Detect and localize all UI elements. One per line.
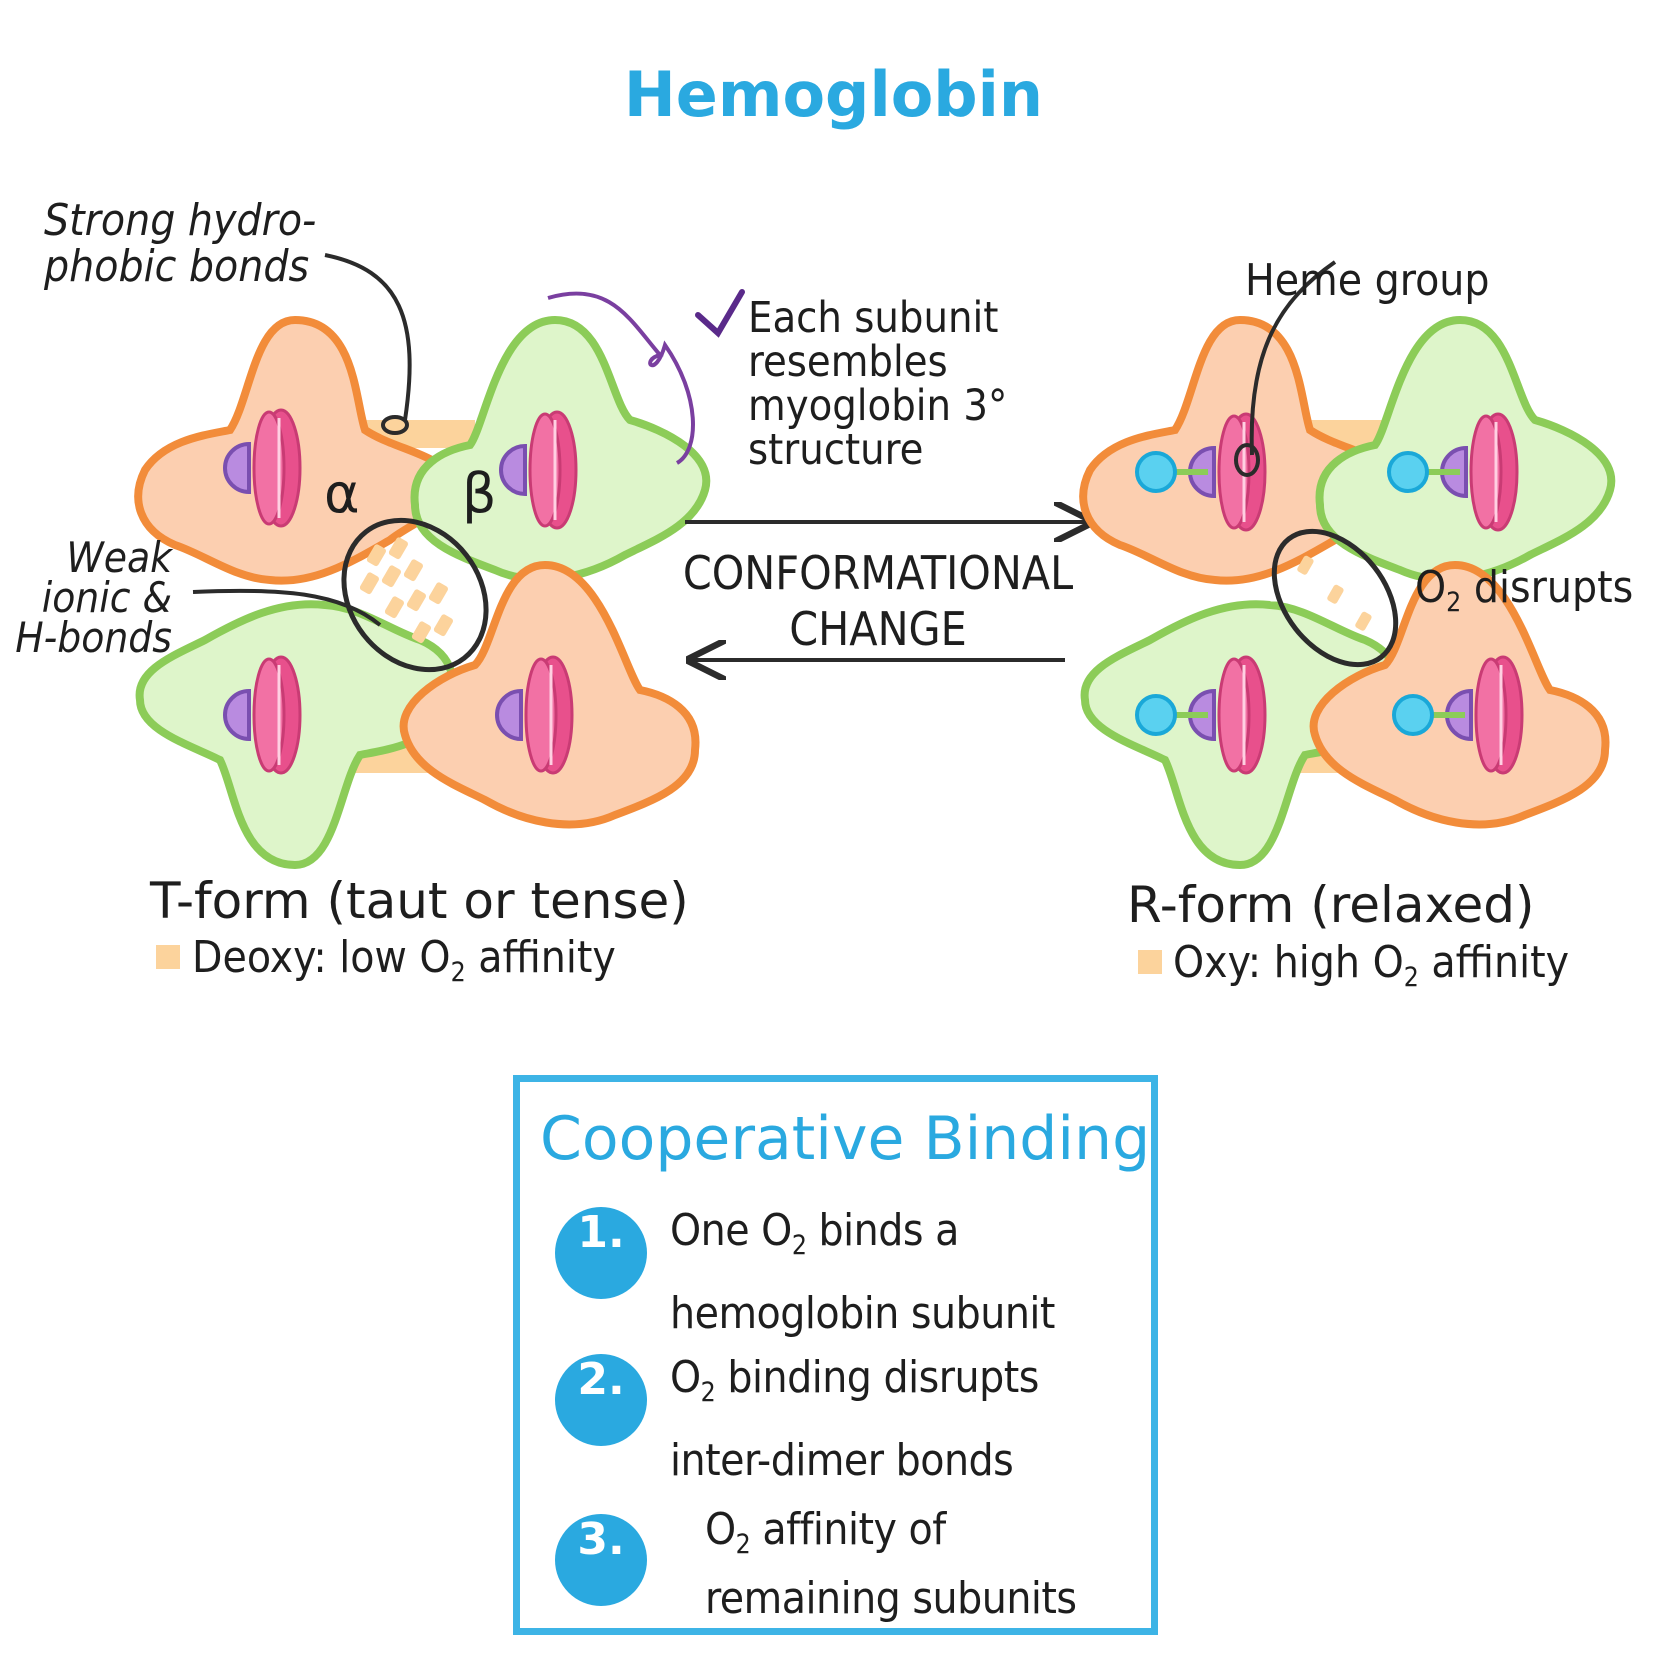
step-3-line-1: O2 affinity of bbox=[705, 1496, 1077, 1579]
beta-label: β bbox=[462, 462, 497, 525]
step-1-badge: 1. bbox=[555, 1207, 647, 1299]
o2-disrupts-o: O bbox=[1415, 562, 1447, 613]
weak-ionic-bonds bbox=[341, 517, 489, 673]
hydrophobic-line-2: phobic bonds bbox=[44, 241, 310, 292]
step-1-line-2: hemoglobin subunit bbox=[670, 1288, 1055, 1340]
step-2-pre: O bbox=[670, 1352, 701, 1403]
step-2-post: binding disrupts bbox=[715, 1352, 1039, 1403]
subunit-brace bbox=[547, 291, 695, 465]
heme-leader-line bbox=[1249, 260, 1337, 456]
hydrophobic-leader-dot bbox=[381, 415, 409, 435]
t-form-legend-swatch bbox=[156, 945, 180, 969]
r-form-legend-pre: Oxy: high O bbox=[1173, 937, 1404, 988]
step-1-sub: 2 bbox=[791, 1230, 807, 1262]
conformational-change-label: CONFORMATIONAL CHANGE bbox=[678, 545, 1078, 657]
subunit-annotation: Each subunit resembles myoglobin 3° stru… bbox=[748, 296, 1007, 472]
step-3-text: O2 affinity of remaining subunits bbox=[705, 1496, 1077, 1633]
step-2-line-1: O2 binding disrupts bbox=[670, 1344, 1039, 1427]
r-form-legend-post: affinity bbox=[1418, 937, 1569, 988]
step-1-post: binds a bbox=[806, 1205, 960, 1256]
cooperative-binding-panel: Cooperative Binding 1. One O2 binds a he… bbox=[513, 1075, 1158, 1635]
step-3-post: affinity of bbox=[750, 1504, 946, 1555]
o2-disrupts-text: disrupts bbox=[1473, 562, 1634, 613]
alpha-label: α bbox=[324, 462, 360, 525]
step-3-line-2: remaining subunits bbox=[705, 1573, 1077, 1625]
r-beta-subunit-bottom bbox=[1085, 604, 1398, 865]
hydrophobic-leader-line bbox=[324, 253, 412, 421]
step-2-text: O2 binding disrupts inter-dimer bonds bbox=[670, 1344, 1039, 1495]
disrupted-bonds bbox=[1271, 528, 1399, 668]
t-alpha-subunit-bottom bbox=[404, 565, 696, 824]
r-form-legend: Oxy: high O2 affinity bbox=[1173, 937, 1569, 993]
r-alpha-subunit-bottom bbox=[1314, 565, 1606, 824]
cooperative-binding-title: Cooperative Binding bbox=[540, 1104, 1151, 1174]
o2-disrupts-label: O2 disrupts bbox=[1415, 562, 1633, 618]
subunit-line-1: Each subunit bbox=[748, 293, 999, 343]
weak-line-3: H-bonds bbox=[15, 613, 172, 662]
t-beta-subunit-top bbox=[415, 320, 707, 579]
hydrophobic-line-1: Strong hydro- bbox=[44, 195, 317, 246]
r-form-complex bbox=[1083, 320, 1611, 865]
heme-group-label: Heme group bbox=[1245, 255, 1490, 306]
hydrophobic-annotation: Strong hydro- phobic bonds bbox=[44, 198, 316, 290]
weak-line-1: Weak bbox=[66, 533, 172, 582]
step-2-line-2: inter-dimer bonds bbox=[670, 1435, 1014, 1487]
t-form-legend-post: affinity bbox=[465, 932, 616, 983]
page-title: Hemoglobin bbox=[623, 58, 1044, 131]
step-3-pre: O bbox=[705, 1504, 736, 1555]
r-form-legend-swatch bbox=[1138, 950, 1162, 974]
t-form-title: T-form (taut or tense) bbox=[150, 872, 689, 930]
step-3-badge: 3. bbox=[555, 1514, 647, 1606]
step-2-badge: 2. bbox=[555, 1354, 647, 1446]
subunit-line-4: structure bbox=[748, 425, 924, 475]
step-2-sub: 2 bbox=[700, 1377, 716, 1409]
weak-bonds-annotation: Weak ionic & H-bonds bbox=[10, 533, 172, 662]
r-form-title: R-form (relaxed) bbox=[1127, 876, 1535, 934]
t-form-legend-pre: Deoxy: low O bbox=[192, 932, 451, 983]
step-1-pre: One O bbox=[670, 1205, 792, 1256]
t-form-legend: Deoxy: low O2 affinity bbox=[192, 932, 616, 988]
r-beta-subunit-top bbox=[1320, 320, 1612, 579]
weak-bonds-leader-line bbox=[192, 588, 382, 627]
subunit-line-3: myoglobin 3° bbox=[748, 381, 1008, 431]
o2-disrupts-sub: 2 bbox=[1446, 587, 1462, 619]
weak-line-2: ionic & bbox=[41, 573, 172, 622]
heme-leader-dot bbox=[1234, 443, 1260, 477]
t-form-legend-sub: 2 bbox=[450, 957, 466, 989]
r-alpha-subunit-top bbox=[1083, 320, 1395, 581]
check-icon bbox=[695, 289, 745, 338]
subunit-line-2: resembles bbox=[748, 337, 948, 387]
step-1-line-1: One O2 binds a bbox=[670, 1197, 1055, 1280]
r-form-legend-sub: 2 bbox=[1403, 962, 1419, 994]
step-3-sub: 2 bbox=[735, 1529, 751, 1561]
conformational-line-1: CONFORMATIONAL bbox=[682, 546, 1074, 600]
conformational-line-2: CHANGE bbox=[789, 602, 967, 656]
t-form-complex bbox=[138, 320, 706, 865]
step-1-text: One O2 binds a hemoglobin subunit bbox=[670, 1197, 1055, 1348]
